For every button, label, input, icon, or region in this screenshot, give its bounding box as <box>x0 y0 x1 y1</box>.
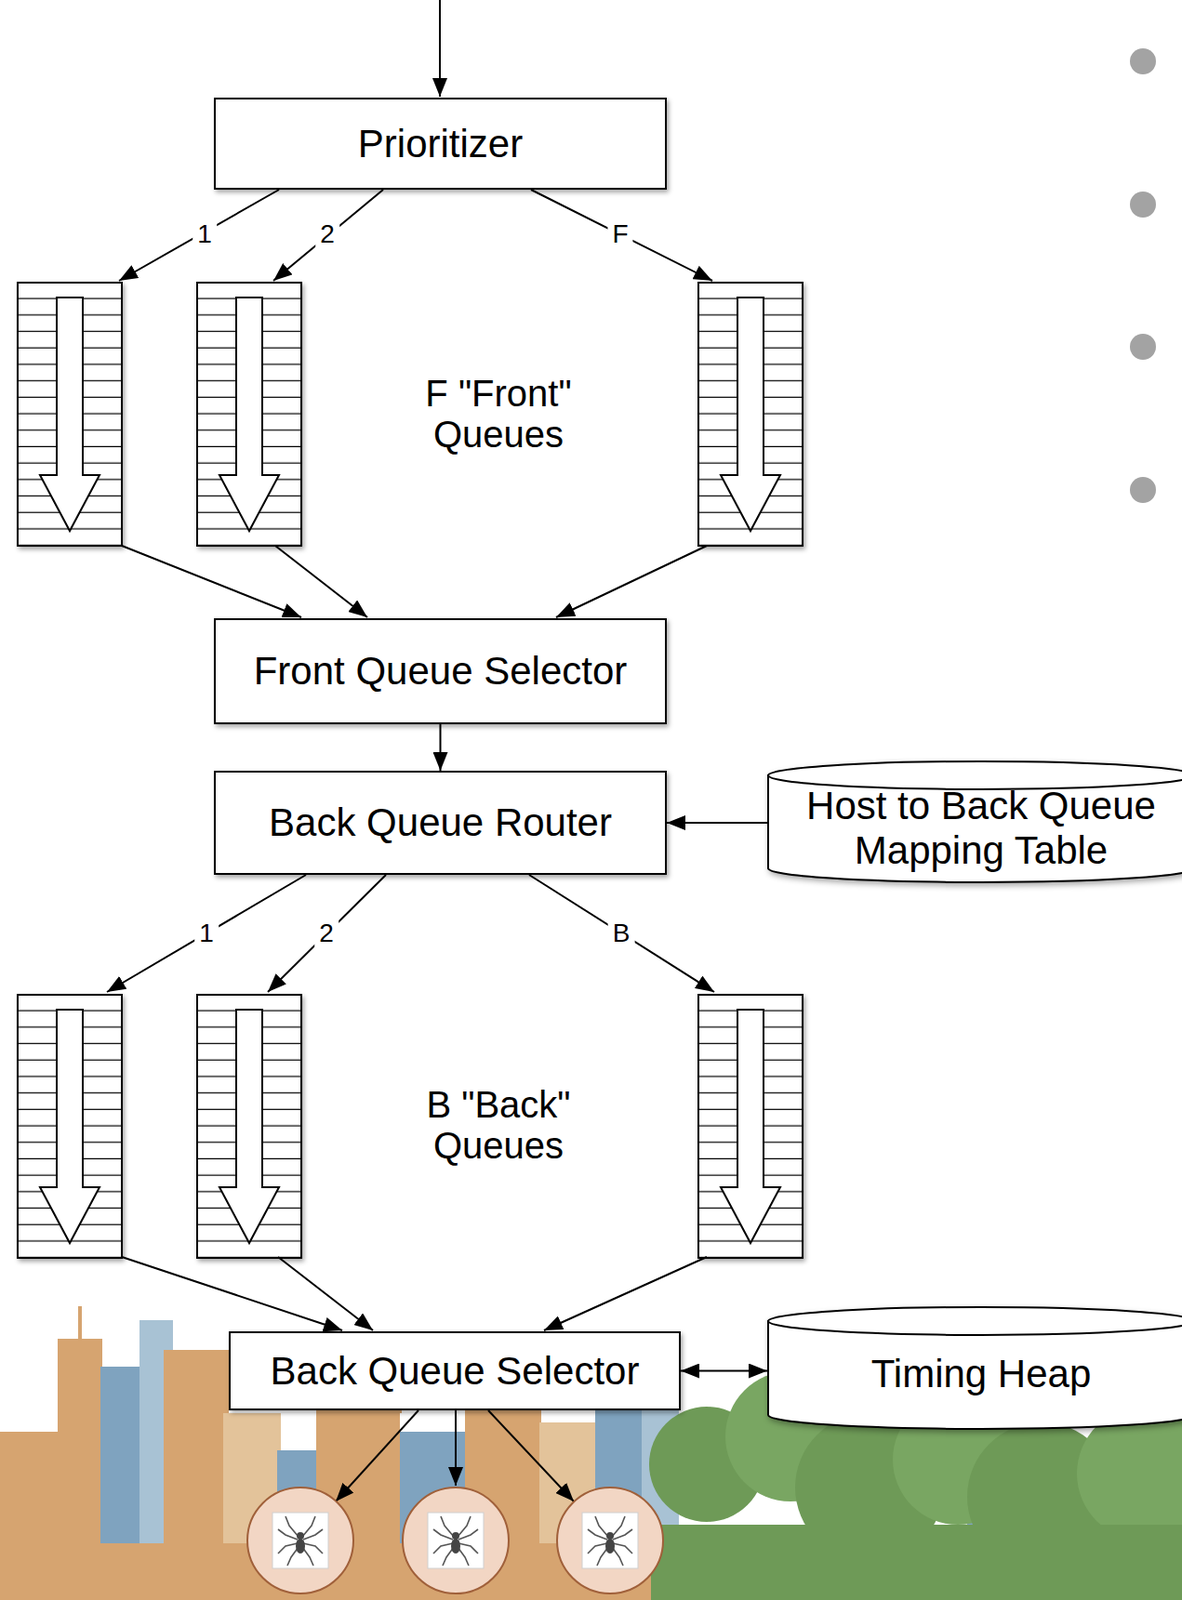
flow-arrow <box>275 545 368 618</box>
node-text: Timing Heap <box>871 1339 1092 1396</box>
flow-arrow <box>335 1410 419 1502</box>
node-text: Prioritizer <box>358 121 523 166</box>
crawler-circle <box>247 1487 354 1594</box>
queue-number: 1 <box>194 919 219 949</box>
tree <box>1076 1407 1182 1541</box>
back-queue <box>17 995 122 1259</box>
database-cylinder: Host to Back Queue Mapping Table <box>767 760 1182 883</box>
spider-icon <box>582 1513 638 1569</box>
spider-icon <box>272 1513 329 1569</box>
input-arrow <box>438 0 441 97</box>
flow-arrow <box>267 875 386 993</box>
flow-arrow <box>544 1257 707 1331</box>
queue-group-label: F "Front" Queues <box>396 372 601 455</box>
bullet-dot <box>1129 477 1156 504</box>
flow-arrow <box>119 189 279 281</box>
bullet-dot <box>1129 191 1156 218</box>
flow-arrow <box>531 189 713 281</box>
cylinder-top <box>768 761 1182 790</box>
building <box>388 1339 402 1414</box>
bullet-dot <box>1129 333 1156 360</box>
front-queue <box>698 282 803 546</box>
spider-icon <box>427 1513 484 1569</box>
queue-group-label: B "Back" Queues <box>396 1084 601 1167</box>
node-text: Host to Back Queue Mapping Table <box>785 770 1177 872</box>
cylinder-top <box>768 1307 1182 1336</box>
flow-arrow <box>278 1257 373 1331</box>
process-box: Back Queue Selector <box>228 1331 681 1411</box>
process-box: Back Queue Router <box>213 770 667 876</box>
flow-arrow <box>273 189 384 281</box>
ground <box>650 1525 1182 1600</box>
node-text: Back Queue Router <box>268 800 612 845</box>
flow-arrow <box>488 1410 574 1502</box>
back-queue <box>197 995 302 1259</box>
back-queue <box>698 995 803 1259</box>
flow-arrow <box>121 545 302 618</box>
building <box>78 1306 82 1344</box>
flow-arrow <box>556 545 707 618</box>
city-skyline <box>0 1306 1182 1600</box>
connector-arrow <box>680 1370 768 1373</box>
process-box: Prioritizer <box>213 97 667 190</box>
connector-arrow <box>666 822 768 824</box>
queue-number: 2 <box>315 220 340 250</box>
node-text: Back Queue Selector <box>270 1349 640 1394</box>
connector-arrow <box>439 724 442 771</box>
node-text: Front Queue Selector <box>253 649 628 693</box>
queue-number: 1 <box>192 220 217 250</box>
cylinder-outline <box>767 760 1182 883</box>
queue-number: B <box>608 919 636 949</box>
crawler-circle <box>557 1487 664 1594</box>
front-queue <box>197 282 302 546</box>
cylinder-body <box>768 1320 1182 1430</box>
process-box: Front Queue Selector <box>213 618 667 725</box>
cylinder-outline <box>767 1306 1182 1430</box>
flow-arrow <box>454 1410 457 1487</box>
flow-arrow <box>106 875 306 993</box>
database-cylinder: Timing Heap <box>767 1306 1182 1430</box>
queue-number: F <box>607 220 633 250</box>
cylinder-body <box>768 774 1182 883</box>
front-queue <box>17 282 122 546</box>
crawler-circle <box>402 1487 509 1594</box>
flow-arrow <box>529 875 715 993</box>
queue-number: 2 <box>314 919 339 949</box>
bullet-dot <box>1129 48 1156 75</box>
flow-arrow <box>121 1257 343 1331</box>
